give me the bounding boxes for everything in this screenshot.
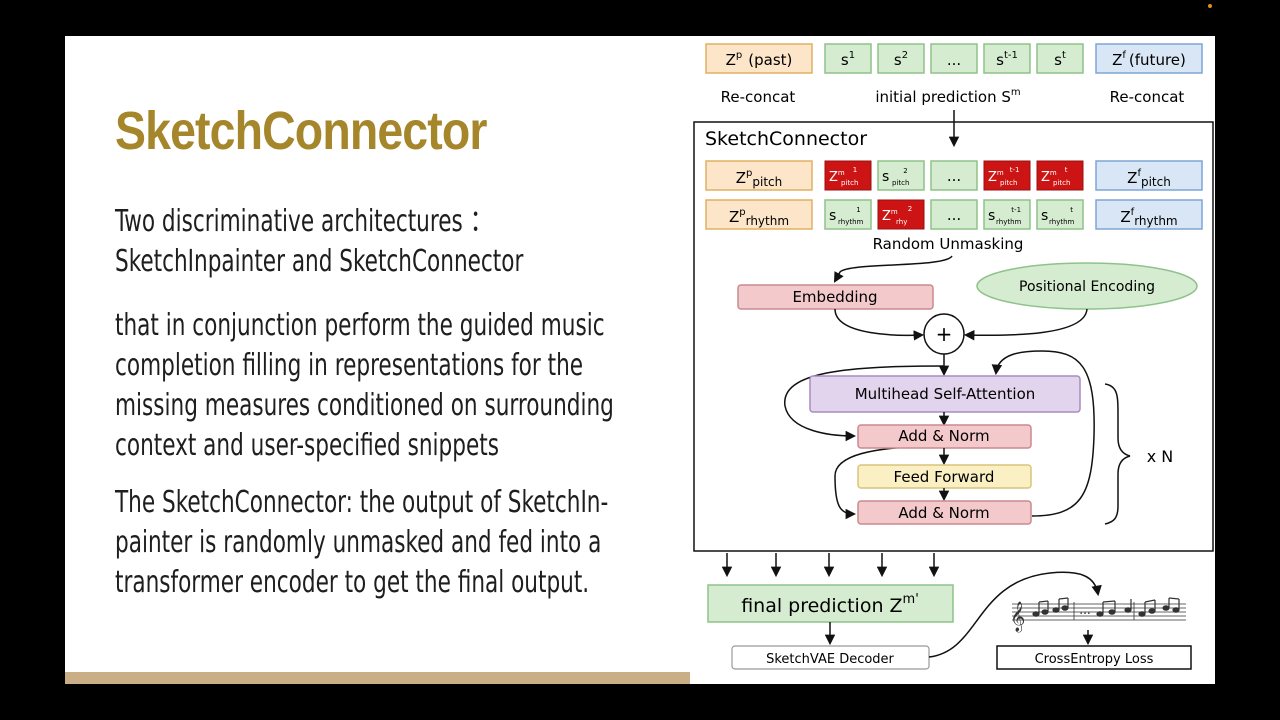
st-1-label: st-1 <box>996 50 1018 69</box>
repeat-count-label: x N <box>1147 447 1174 466</box>
embedding-to-add-arrow <box>834 308 925 341</box>
add-norm-label-1: Add & Norm <box>898 427 989 445</box>
treble-clef-icon: 𝄞 <box>1010 601 1025 633</box>
s1-label: s1 <box>841 50 855 69</box>
add-norm-block-2 <box>857 500 1032 525</box>
loss-block <box>996 645 1192 670</box>
indicator-dot <box>1208 4 1212 8</box>
zf-pitch-label: Zfpitch <box>1127 168 1171 189</box>
score-ellipsis: ... <box>1079 603 1090 617</box>
positional-encoding-label: Positional Encoding <box>1019 279 1155 295</box>
pitch-cell-ellipsis: ... <box>947 167 961 185</box>
decoder-to-score-arrow <box>928 571 1102 658</box>
posenc-to-add-arrow <box>963 308 1088 341</box>
output-arrows <box>721 553 940 578</box>
bottom-accent-bar <box>65 672 690 684</box>
description-paragraph: that in conjunction perform the guided m… <box>115 308 614 463</box>
st-label: st <box>1054 50 1066 69</box>
s2-label: s2 <box>894 50 908 69</box>
rhythm-cell-ellipsis: ... <box>947 206 961 224</box>
reconcat-left-label: Re-concat <box>721 88 796 106</box>
repeat-brace <box>1104 383 1131 525</box>
zp-rhythm-label: Zprhythm <box>729 207 789 228</box>
zp-pitch-label: Zppitch <box>736 168 783 189</box>
sketchconnector-box-label: SketchConnector <box>705 128 867 150</box>
zf-future-label: Zf(future) <box>1112 50 1186 69</box>
score-notes <box>1032 597 1180 620</box>
mhsa-block <box>809 375 1081 413</box>
unmask-to-embedding-arrow <box>833 255 953 283</box>
add-norm-label-2: Add & Norm <box>898 504 989 522</box>
residual-arrow-1 <box>784 365 945 442</box>
initial-prediction-label: initial prediction Sm <box>875 87 1020 106</box>
ellipsis-label: ... <box>947 51 961 69</box>
decoder-label: SketchVAE Decoder <box>766 652 894 667</box>
zp-past-label: Zp(past) <box>726 50 793 69</box>
plus-icon: + <box>936 322 953 346</box>
top-row: Zp(past) s1 s2 ... st-1 st Zf(future) <box>705 43 1203 74</box>
final-prediction-block <box>707 584 954 623</box>
loop-back-arrow <box>991 350 1095 517</box>
embedding-label: Embedding <box>792 288 877 306</box>
architecture-diagram: Zp(past) s1 s2 ... st-1 st Zf(future) Re… <box>693 43 1214 670</box>
feed-forward-label: Feed Forward <box>894 468 995 486</box>
sketchconnector-paragraph: The SketchConnector: the output of Sketc… <box>115 485 609 600</box>
intro-paragraph: Two discriminative architectures ： Sketc… <box>115 204 524 279</box>
decoder-block <box>731 645 930 670</box>
reconcat-right-label: Re-concat <box>1110 88 1185 106</box>
loss-label: CrossEntropy Loss <box>1035 652 1154 667</box>
final-prediction-label: final prediction Zm' <box>741 592 919 617</box>
slide-title: SketchConnector <box>115 101 487 161</box>
slide: SketchConnector Two discriminative archi… <box>65 36 1215 684</box>
random-unmasking-label: Random Unmasking <box>873 235 1024 253</box>
zf-rhythm-label: Zfrhythm <box>1120 207 1177 228</box>
mhsa-label: Multihead Self-Attention <box>855 385 1036 403</box>
